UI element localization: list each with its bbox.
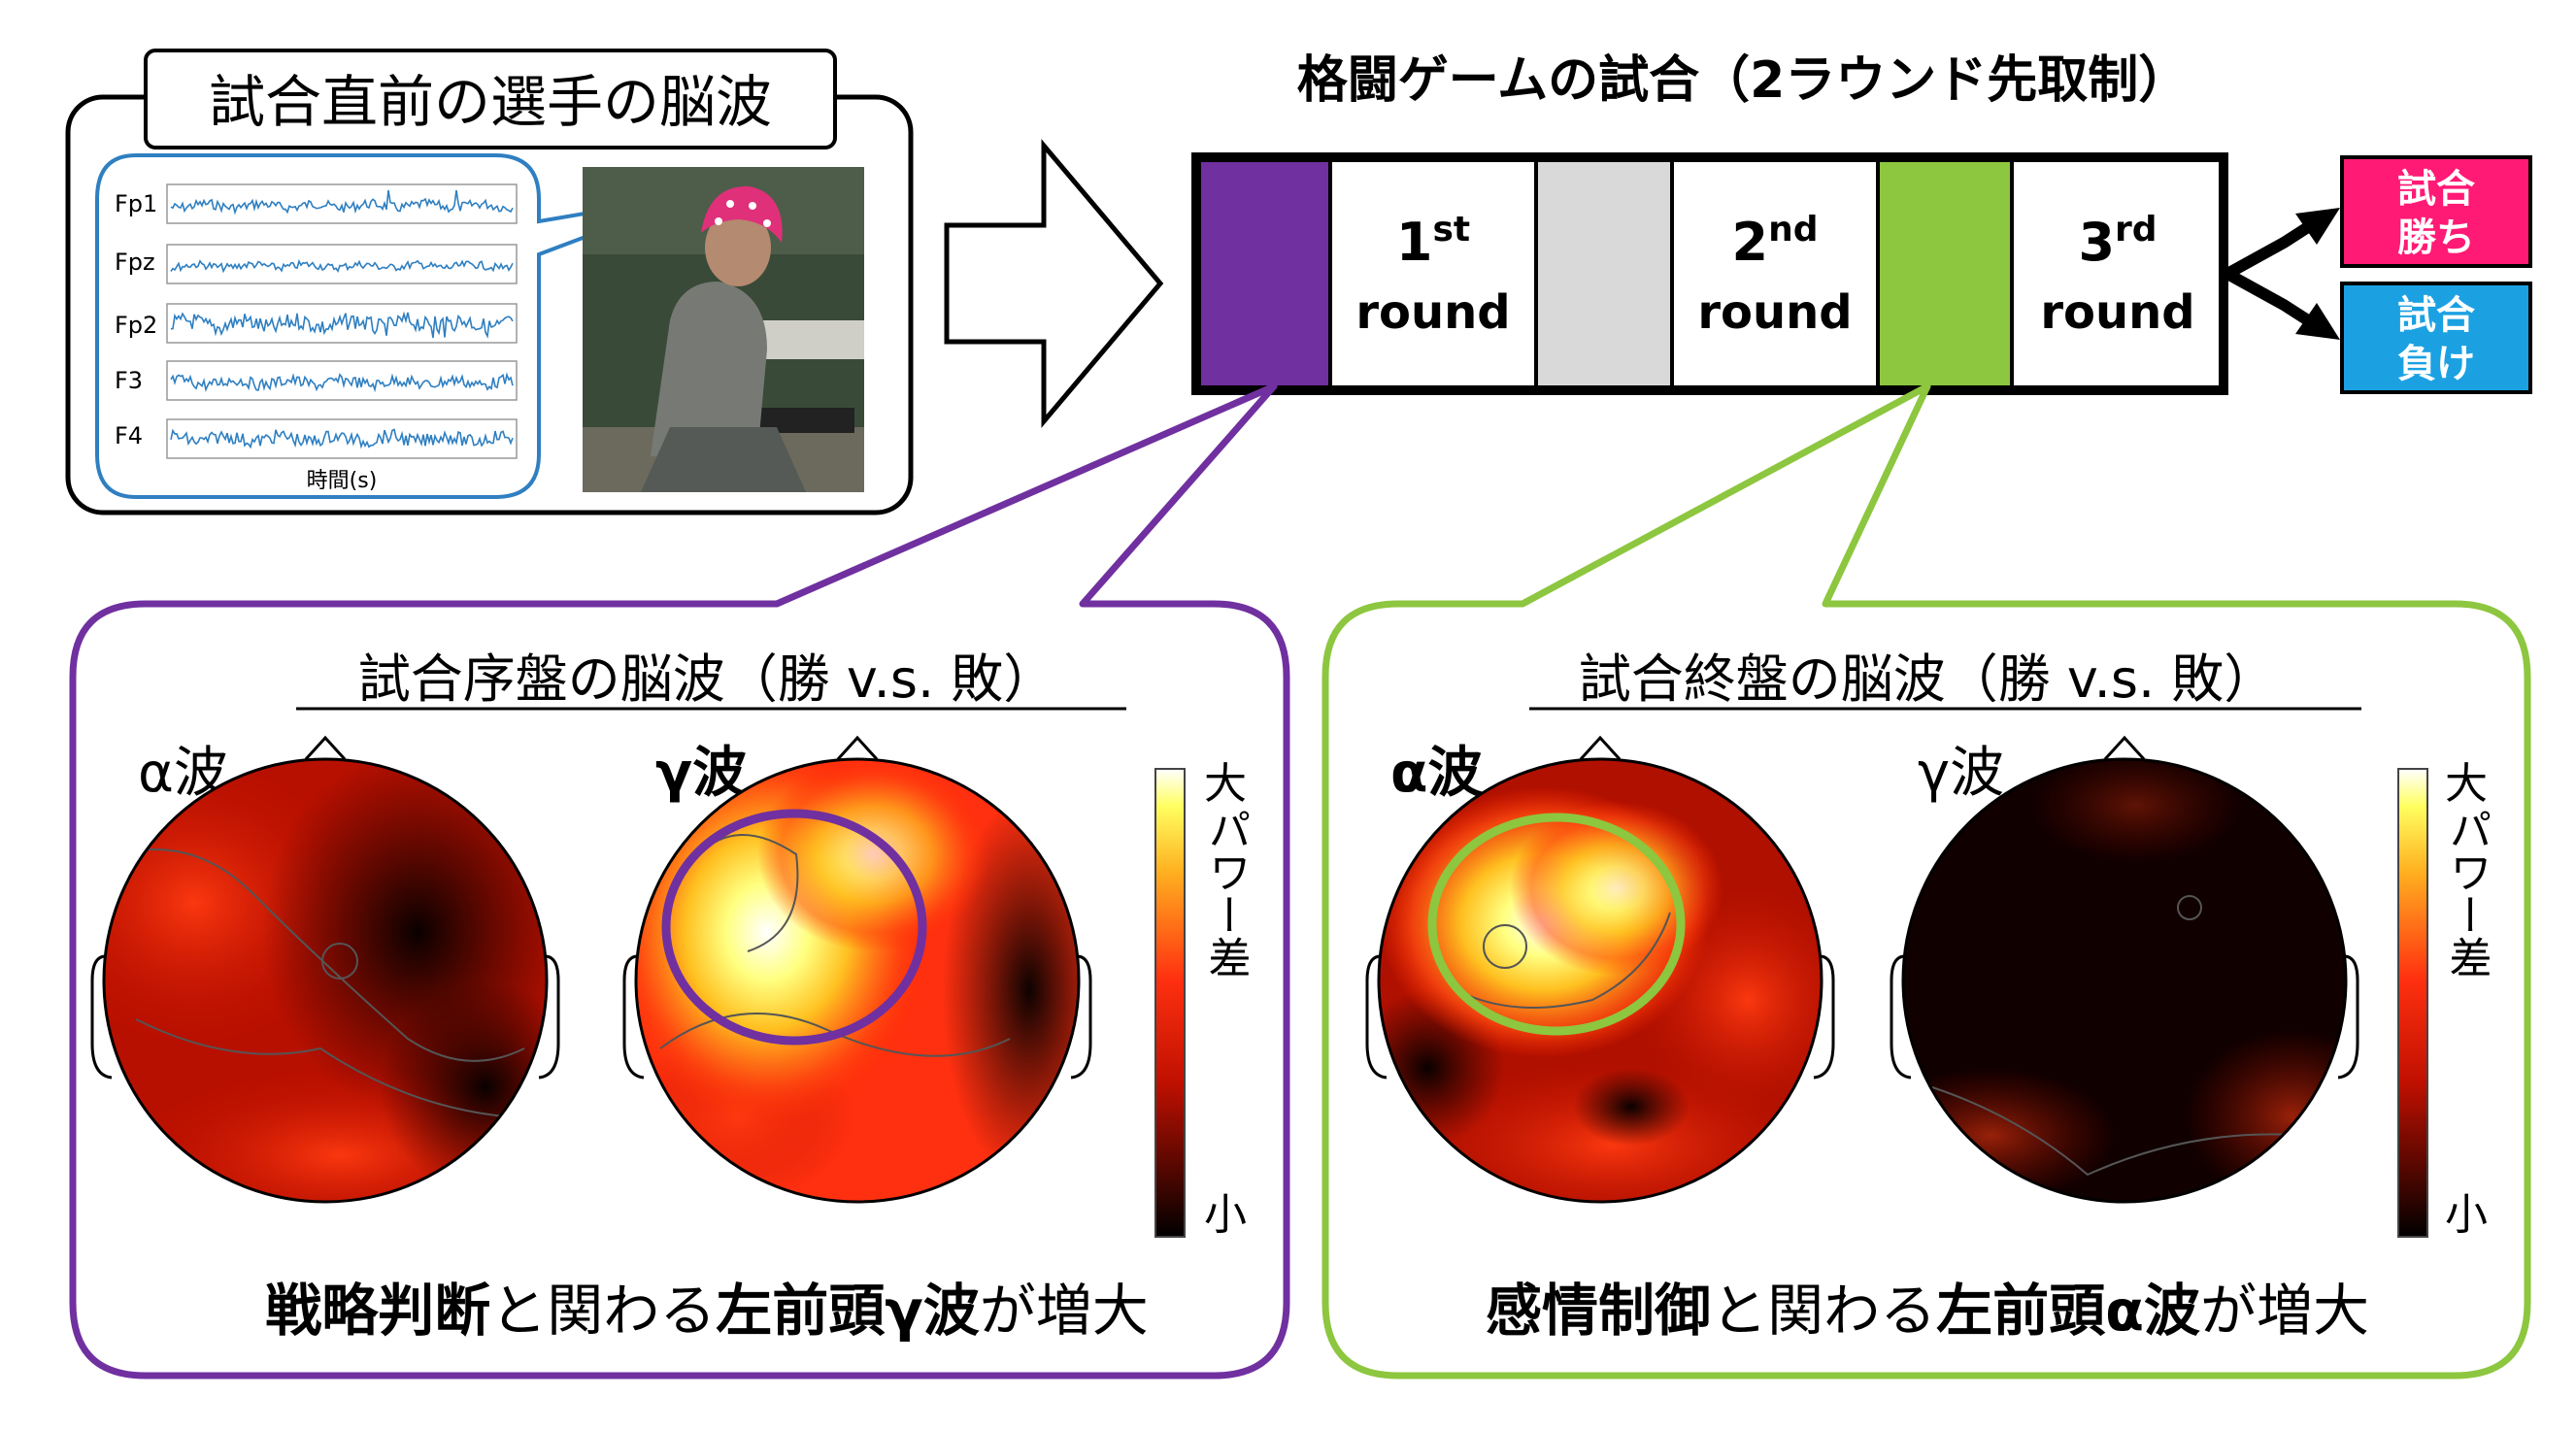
segment-round3 bbox=[2012, 157, 2224, 390]
arrow-head-win-icon bbox=[2295, 208, 2340, 245]
early-caption-normal1: と関わる bbox=[490, 1278, 716, 1344]
eeg-xlabel: 時間(s) bbox=[307, 469, 378, 493]
early-colorbar-mid: パワー差 bbox=[1201, 808, 1251, 979]
late-caption: 感情制御と関わる左前頭α波が増大 bbox=[1486, 1278, 2369, 1344]
round2-word: round bbox=[1697, 285, 1852, 340]
segment-late bbox=[1878, 157, 2012, 390]
outcome-lose-line2: 負け bbox=[2397, 342, 2475, 386]
round2-sup: nd bbox=[1768, 210, 1818, 249]
early-map-gamma-label: γ波 bbox=[655, 742, 747, 805]
channel-label-fpz: Fpz bbox=[115, 249, 155, 276]
early-panel: 試合序盤の脳波（勝 v.s. 敗） α波 γ波 bbox=[69, 382, 1290, 1379]
early-caption-normal2: が増大 bbox=[980, 1278, 1149, 1344]
outcome-win-box bbox=[2340, 155, 2532, 268]
arrow-head-lose-icon bbox=[2295, 303, 2340, 340]
match-title: 格闘ゲームの試合（2ラウンド先取制） bbox=[1297, 51, 2190, 110]
eeg-trace-4 bbox=[170, 372, 514, 393]
eeg-title-box bbox=[144, 49, 837, 150]
early-alpha-topomap bbox=[90, 735, 560, 1204]
eeg-title: 試合直前の選手の脳波 bbox=[209, 69, 772, 135]
late-map-alpha-label: α波 bbox=[1390, 742, 1482, 805]
outcome-lose-line1: 試合 bbox=[2397, 293, 2475, 338]
eeg-trace-5 bbox=[170, 428, 514, 449]
outcome-win-line1: 試合 bbox=[2397, 167, 2475, 212]
late-colorbar-bottom: 小 bbox=[2445, 1190, 2488, 1240]
eeg-traces bbox=[166, 183, 518, 459]
round1-word: round bbox=[1355, 285, 1510, 340]
early-caption-bold2: 左前頭γ波 bbox=[716, 1278, 980, 1344]
outcome-arrows bbox=[2222, 219, 2317, 328]
trace-box-fpz bbox=[166, 244, 518, 284]
channel-label-fp2: Fp2 bbox=[115, 312, 157, 339]
early-caption: 戦略判断と関わる左前頭γ波が増大 bbox=[265, 1278, 1149, 1344]
eeg-trace-2 bbox=[170, 259, 514, 274]
player-photo bbox=[583, 167, 864, 492]
eeg-trace-1 bbox=[170, 189, 514, 216]
late-colorbar: 大 パワー差 小 bbox=[2397, 759, 2492, 1240]
outcome-win-line2: 勝ち bbox=[2397, 216, 2475, 260]
round3-sup: rd bbox=[2115, 210, 2158, 249]
svg-text:1st: 1st bbox=[1396, 210, 1470, 273]
outcome-lose-box bbox=[2340, 282, 2532, 394]
late-colorbar-mid: パワー差 bbox=[2442, 808, 2492, 979]
segment-early bbox=[1196, 157, 1330, 390]
channel-label-fp1: Fp1 bbox=[115, 190, 157, 217]
early-colorbar-top: 大 bbox=[1204, 759, 1247, 809]
early-caption-bold1: 戦略判断 bbox=[265, 1278, 490, 1344]
channel-label-f4: F4 bbox=[115, 422, 143, 449]
round3-word: round bbox=[2040, 285, 2194, 340]
round3-number: 3 bbox=[2078, 212, 2115, 273]
late-panel: 試合終盤の脳波（勝 v.s. 敗） α波 γ波 bbox=[1321, 382, 2531, 1379]
late-highlight-ring bbox=[1427, 813, 1686, 1036]
early-colorbar-bottom: 小 bbox=[1204, 1190, 1247, 1240]
early-colorbar: 大 パワー差 小 bbox=[1154, 759, 1251, 1240]
match-timeline: 格闘ゲームの試合（2ラウンド先取制） 1st round 2nd round 3… bbox=[1191, 51, 2532, 395]
trace-box-f3 bbox=[166, 360, 518, 401]
early-panel-title: 試合序盤の脳波（勝 v.s. 敗） bbox=[358, 648, 1056, 710]
late-caption-bold1: 感情制御 bbox=[1486, 1278, 1711, 1344]
late-caption-normal2: が増大 bbox=[2200, 1278, 2369, 1344]
eeg-trace-3 bbox=[170, 311, 514, 339]
eeg-panel: 試合直前の選手の脳波 Fp1 Fpz Fp2 F3 F4 時間(s) bbox=[65, 49, 914, 515]
late-map-gamma-label: γ波 bbox=[1918, 742, 2004, 805]
round1-number: 1 bbox=[1396, 212, 1433, 273]
round1-sup: st bbox=[1432, 210, 1470, 249]
early-highlight-ring bbox=[661, 809, 927, 1046]
late-gamma-topomap bbox=[1890, 735, 2359, 1204]
flow-arrow-icon bbox=[944, 139, 1164, 428]
channel-label-f3: F3 bbox=[115, 367, 143, 394]
svg-text:2nd: 2nd bbox=[1732, 210, 1819, 273]
segment-round2 bbox=[1672, 157, 1878, 390]
late-colorbar-top: 大 bbox=[2445, 759, 2488, 809]
late-caption-bold2: 左前頭α波 bbox=[1936, 1278, 2200, 1344]
round2-number: 2 bbox=[1732, 212, 1769, 273]
segment-round1 bbox=[1330, 157, 1536, 390]
late-panel-title: 試合終盤の脳波（勝 v.s. 敗） bbox=[1579, 648, 2277, 710]
svg-text:3rd: 3rd bbox=[2078, 210, 2157, 273]
late-caption-normal1: と関わる bbox=[1711, 1278, 1936, 1344]
segment-break bbox=[1536, 157, 1672, 390]
